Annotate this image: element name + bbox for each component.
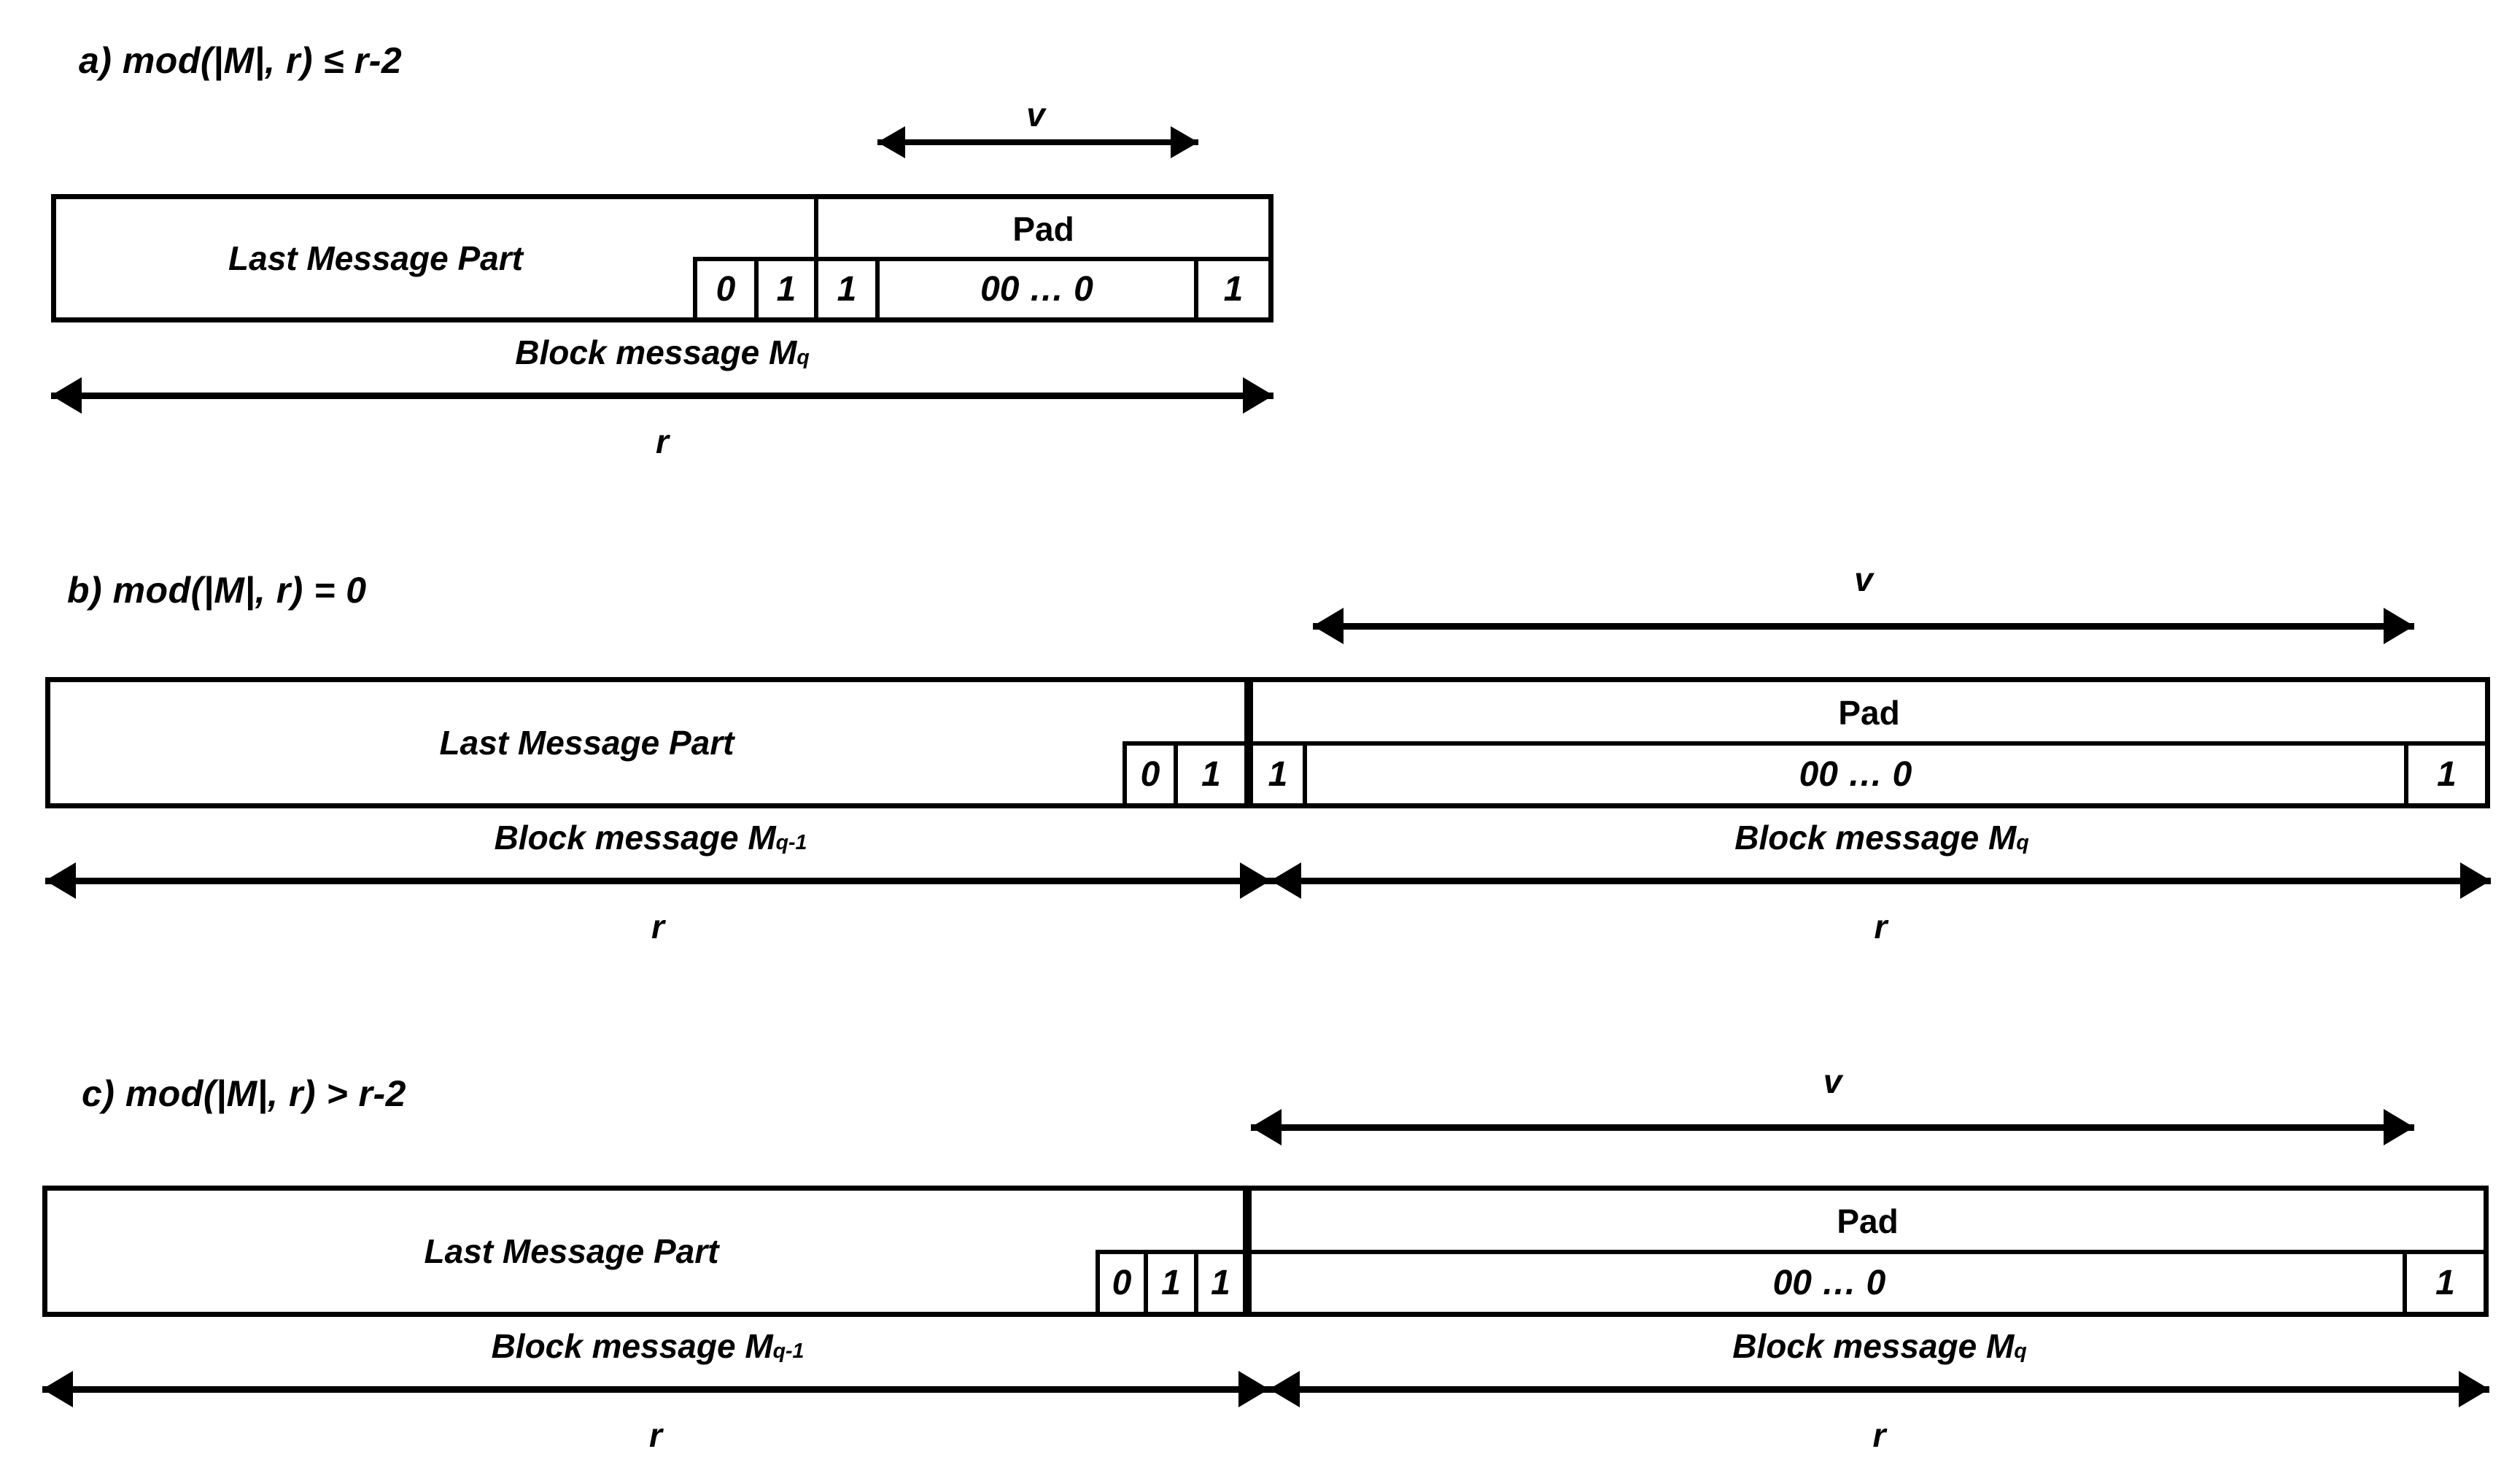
panel-b-r-label-1: r — [1874, 908, 1888, 946]
panel-a-bit-2: 1 — [837, 269, 857, 309]
panel-c-block-divider — [1243, 1191, 1252, 1312]
panel-c-cell-sep-2 — [1194, 1250, 1198, 1313]
panel-c-heading: c) mod(|M|, r) > r-2 — [82, 1073, 406, 1114]
panel-b-bitrow-top-right — [1253, 741, 2490, 746]
panel-c-bit-2: 1 — [1211, 1263, 1230, 1302]
panel-c-bit-4: 1 — [2435, 1263, 2455, 1302]
panel-a-v-label: v — [1026, 96, 1045, 134]
panel-a-bit-3: 00 … 0 — [980, 269, 1093, 309]
panel-b-bit-4: 1 — [2437, 754, 2457, 794]
panel-c-block-sub-0: q-1 — [772, 1339, 805, 1363]
panel-c-block-sub-1: q — [2014, 1339, 2027, 1363]
panel-a-bitrow-top — [693, 257, 1273, 261]
panel-b-bit-0: 0 — [1140, 754, 1160, 794]
panel-a-cell-sep-1 — [754, 257, 759, 318]
panel-a-cell-sep-0 — [693, 257, 697, 318]
panel-c-block-name-0: Block message M — [491, 1327, 773, 1365]
panel-a-cell-sep-4 — [1194, 257, 1198, 318]
panel-c-bitrow-top-left — [1096, 1250, 1244, 1254]
panel-c-r-label-0: r — [649, 1416, 662, 1454]
panel-b-block-name-0: Block message M — [494, 819, 776, 857]
panel-a-message-label: Last Message Part — [228, 239, 523, 277]
panel-c-bit-3: 00 … 0 — [1772, 1263, 1886, 1302]
panel-c-bit-1: 1 — [1161, 1263, 1181, 1302]
panel-b-cell-sep-0 — [1123, 741, 1127, 804]
panel-b-pad-label: Pad — [1838, 694, 1900, 732]
panel-a-cell-sep-3 — [875, 257, 880, 318]
panel-c-v-label: v — [1823, 1062, 1842, 1100]
panel-b-block-name-1: Block message M — [1734, 819, 2017, 857]
panel-b-bit-2: 1 — [1268, 754, 1288, 794]
panel-a-block-name-0: Block message M — [515, 333, 797, 371]
panel-c-bit-0: 0 — [1112, 1263, 1132, 1302]
panel-b-r-label-0: r — [651, 908, 664, 946]
panel-c-bitrow-top-right — [1252, 1250, 2489, 1254]
panel-c-cell-sep-1 — [1144, 1250, 1148, 1313]
panel-c-block-name-1: Block message M — [1732, 1327, 2015, 1365]
panel-b-bitrow-top-left — [1123, 741, 1244, 746]
panel-b-cell-sep-1 — [1174, 741, 1178, 804]
panel-b-block-sub-0: q-1 — [775, 830, 807, 854]
panel-c-pad-label: Pad — [1837, 1202, 1899, 1240]
panel-b-cell-sep-4 — [2404, 741, 2408, 804]
panel-c-cell-sep-0 — [1096, 1250, 1100, 1313]
panel-a-pad-label: Pad — [1012, 210, 1074, 248]
panel-a-bit-0: 0 — [716, 269, 736, 309]
panel-b-message-label: Last Message Part — [439, 724, 734, 762]
panel-a-heading: a) mod(|M|, r) ≤ r-2 — [79, 40, 403, 81]
panel-b-v-label: v — [1854, 560, 1873, 598]
panel-c-cell-sep-4 — [2403, 1250, 2407, 1313]
panel-c-message-label: Last Message Part — [424, 1232, 719, 1270]
panel-c-r-label-1: r — [1872, 1416, 1886, 1454]
panel-b-block-sub-1: q — [2016, 830, 2029, 854]
panel-b-bit-3: 00 … 0 — [1799, 754, 1912, 794]
panel-a-block-sub-0: q — [796, 345, 810, 369]
panel-b-bit-1: 1 — [1201, 754, 1221, 794]
panel-a-r-label: r — [656, 422, 669, 460]
panel-b-cell-sep-3 — [1303, 741, 1307, 804]
panel-b-heading: b) mod(|M|, r) = 0 — [67, 570, 367, 611]
panel-a-bit-1: 1 — [776, 269, 796, 309]
panel-b-block-divider — [1244, 682, 1253, 803]
panel-a-bit-4: 1 — [1223, 269, 1244, 309]
